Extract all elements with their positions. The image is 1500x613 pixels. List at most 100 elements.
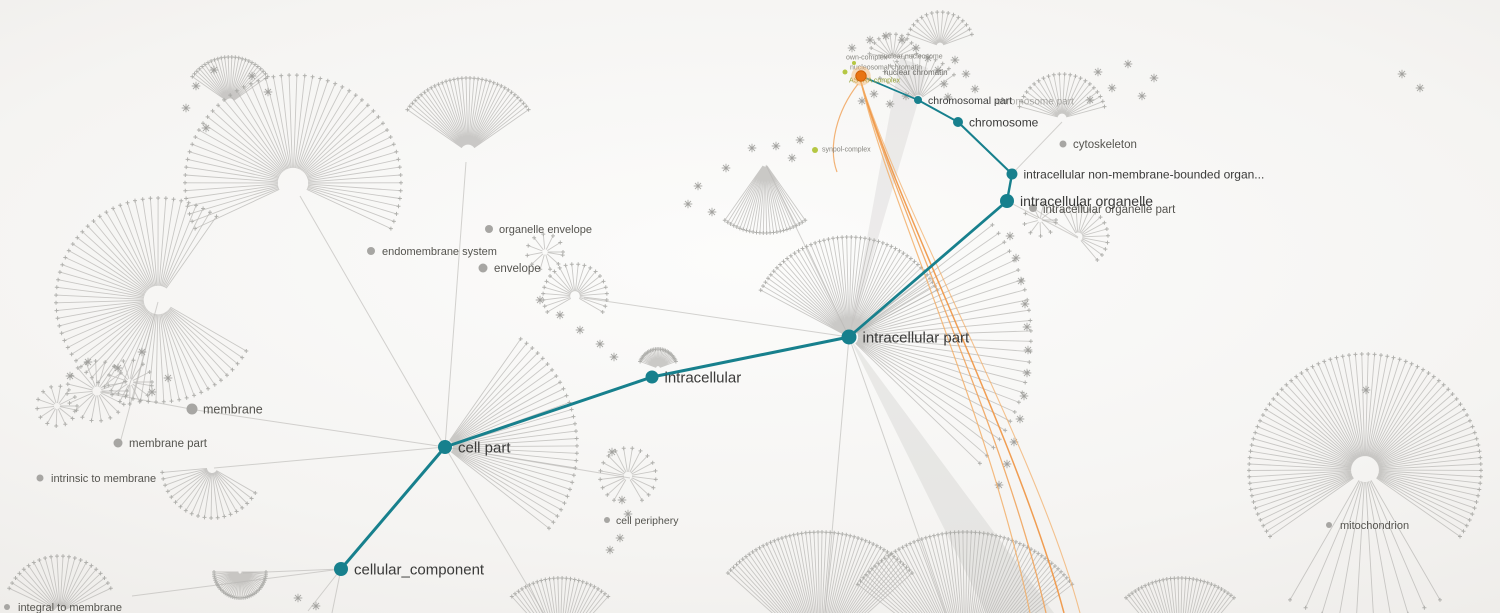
asterisk-node-center bbox=[610, 450, 614, 454]
path-node-label[interactable]: chromosomal part bbox=[928, 95, 1012, 107]
term-label[interactable]: organelle envelope bbox=[499, 224, 592, 236]
asterisk-node-center bbox=[997, 483, 1001, 487]
asterisk-node-center bbox=[1023, 302, 1027, 306]
asterisk-node-center bbox=[936, 68, 940, 72]
asterisk-node-center bbox=[1418, 86, 1422, 90]
path-node-intracellular_part[interactable] bbox=[841, 329, 857, 345]
selected-path-edge bbox=[917, 99, 959, 123]
term-label[interactable]: membrane part bbox=[129, 438, 208, 450]
term-node[interactable] bbox=[1029, 204, 1037, 212]
cluster-fan bbox=[543, 264, 607, 313]
asterisk-node-center bbox=[1126, 62, 1130, 66]
path-node-label[interactable]: intracellular bbox=[665, 369, 742, 386]
cluster-fan bbox=[407, 77, 529, 149]
cluster-fan bbox=[907, 12, 973, 46]
selected-path-edge bbox=[956, 120, 1014, 176]
term-label[interactable]: endomembrane system bbox=[382, 246, 497, 258]
path-node-intracellular_non_membrane_bounded_organelle[interactable] bbox=[1006, 168, 1018, 180]
cluster-fan-tips bbox=[212, 570, 268, 600]
term-label[interactable]: synpol-complex bbox=[822, 147, 871, 154]
cluster-fan bbox=[511, 577, 609, 613]
term-label[interactable]: cell periphery bbox=[616, 515, 679, 527]
asterisk-node-center bbox=[150, 390, 154, 394]
asterisk-node-center bbox=[1012, 440, 1016, 444]
edge-bundle-wedge bbox=[849, 58, 928, 337]
asterisk-node-center bbox=[696, 184, 700, 188]
asterisk-node-center bbox=[798, 138, 802, 142]
asterisk-node-center bbox=[868, 38, 872, 42]
term-label[interactable]: integral to membrane bbox=[18, 602, 122, 613]
asterisk-node-center bbox=[1019, 279, 1023, 283]
term-label[interactable]: cytoskeleton bbox=[1073, 139, 1137, 151]
green-term-node[interactable] bbox=[842, 69, 848, 75]
asterisk-node-center bbox=[850, 46, 854, 50]
selected-node-nuclear-chromatin[interactable] bbox=[855, 70, 867, 82]
green-term-node[interactable] bbox=[852, 61, 856, 65]
path-node-label[interactable]: intracellular organelle bbox=[1020, 193, 1153, 209]
term-label[interactable]: mitochondrion bbox=[1340, 520, 1409, 532]
path-node-label[interactable]: chromosome bbox=[969, 115, 1039, 129]
cluster-fan bbox=[724, 165, 806, 234]
term-node[interactable] bbox=[113, 438, 123, 448]
term-label[interactable]: membrane bbox=[203, 403, 263, 417]
highlight-edge bbox=[860, 81, 1031, 613]
term-node[interactable] bbox=[4, 604, 10, 610]
path-node-label[interactable]: intracellular part bbox=[863, 329, 971, 346]
cluster-fan bbox=[55, 197, 247, 403]
cluster-fan bbox=[67, 360, 127, 421]
cluster-fan bbox=[879, 55, 955, 98]
term-label[interactable]: nuclear chromatin bbox=[884, 68, 948, 77]
term-node[interactable] bbox=[1059, 140, 1067, 148]
path-node-label[interactable]: intracellular non-membrane-bounded organ… bbox=[1024, 167, 1265, 181]
term-label[interactable]: intracellular organelle part bbox=[1043, 204, 1176, 216]
path-node-chromosomal_part[interactable] bbox=[914, 96, 922, 104]
path-node-chromosome[interactable] bbox=[953, 117, 963, 127]
term-node[interactable] bbox=[604, 517, 610, 523]
selected-path-edge bbox=[339, 445, 447, 571]
term-node[interactable] bbox=[485, 225, 493, 233]
cluster-fan-tips bbox=[405, 76, 531, 112]
path-node-cell_part[interactable] bbox=[438, 440, 452, 454]
green-term-node[interactable] bbox=[812, 147, 818, 153]
term-label[interactable]: own-complex bbox=[846, 55, 888, 62]
path-node-label[interactable]: cell part bbox=[458, 439, 511, 456]
term-node[interactable] bbox=[36, 474, 44, 482]
term-label[interactable]: nuclear nucleosome bbox=[880, 54, 943, 61]
cluster-fan bbox=[184, 75, 402, 230]
term-label[interactable]: ASTRA complex bbox=[849, 78, 900, 85]
cluster-fan-tips bbox=[1061, 205, 1110, 262]
cluster-fan-tips bbox=[1017, 72, 1107, 109]
cluster-fan bbox=[1289, 480, 1441, 613]
asterisk-node-center bbox=[612, 355, 616, 359]
asterisk-node-center bbox=[1152, 76, 1156, 80]
asterisk-node-center bbox=[710, 210, 714, 214]
cluster-fan bbox=[869, 34, 917, 59]
asterisk-node-center bbox=[184, 106, 188, 110]
asterisk-node-center bbox=[578, 328, 582, 332]
asterisk-node-center bbox=[166, 376, 170, 380]
asterisk-node-center bbox=[116, 366, 120, 370]
asterisk-node-center bbox=[872, 92, 876, 96]
asterisk-node-center bbox=[1008, 234, 1012, 238]
cluster-fan bbox=[639, 348, 677, 368]
term-node[interactable] bbox=[478, 263, 488, 273]
term-label[interactable]: chromosome part bbox=[996, 97, 1074, 108]
path-node-intracellular[interactable] bbox=[645, 370, 659, 384]
path-node-intracellular_organelle[interactable] bbox=[1000, 194, 1014, 208]
term-label[interactable]: nucleosomal chromatin bbox=[850, 65, 922, 72]
path-node-cellular_component[interactable] bbox=[334, 562, 348, 576]
cluster-fan-tips bbox=[598, 446, 658, 503]
term-node[interactable] bbox=[1326, 522, 1332, 528]
term-node[interactable] bbox=[367, 247, 375, 255]
asterisk-node-center bbox=[296, 596, 300, 600]
term-node[interactable] bbox=[186, 403, 198, 415]
term-label[interactable]: envelope bbox=[494, 263, 541, 275]
cluster-fan bbox=[857, 531, 1073, 613]
cluster-fan bbox=[1248, 353, 1482, 537]
path-node-label[interactable]: cellular_component bbox=[354, 561, 485, 578]
cluster-fan-tips bbox=[638, 347, 678, 364]
term-label[interactable]: intrinsic to membrane bbox=[51, 473, 156, 485]
cluster-fan bbox=[1062, 207, 1109, 261]
